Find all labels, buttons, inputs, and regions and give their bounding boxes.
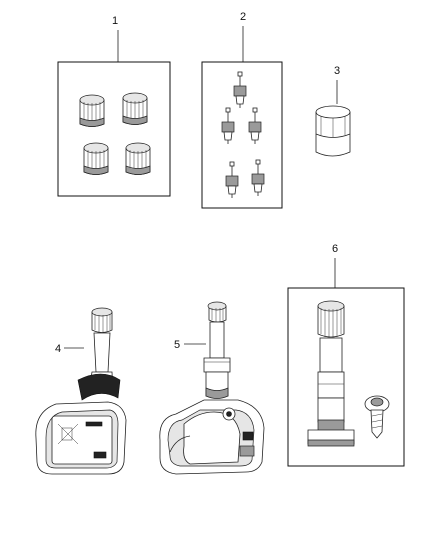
valve-core <box>251 159 265 196</box>
callout-1-box <box>57 61 171 197</box>
valve-core <box>225 161 239 198</box>
hex-nut <box>315 105 351 157</box>
valve-core <box>248 107 262 144</box>
valve-core-group <box>221 71 265 198</box>
callout-3-label: 3 <box>334 65 340 77</box>
tpms-sensor-metal-valve <box>159 301 265 475</box>
callout-6-label: 6 <box>332 243 338 255</box>
valve-cap <box>122 92 148 125</box>
callout-4-label: 4 <box>55 343 61 355</box>
valve-stem-assembly <box>307 300 355 447</box>
callout-6-box <box>287 287 405 467</box>
callout-1-label: 1 <box>112 15 118 27</box>
valve-core <box>221 107 235 144</box>
callout-5-label: 5 <box>174 339 180 351</box>
callout-2-label: 2 <box>240 11 246 23</box>
valve-cap <box>83 142 109 175</box>
torx-screw <box>364 395 390 439</box>
callout-2-box <box>201 61 283 209</box>
valve-cap-group <box>79 92 151 175</box>
valve-cap <box>125 142 151 175</box>
tpms-sensor-rubber-valve <box>35 307 127 475</box>
valve-core <box>233 71 247 108</box>
valve-cap <box>79 94 105 127</box>
